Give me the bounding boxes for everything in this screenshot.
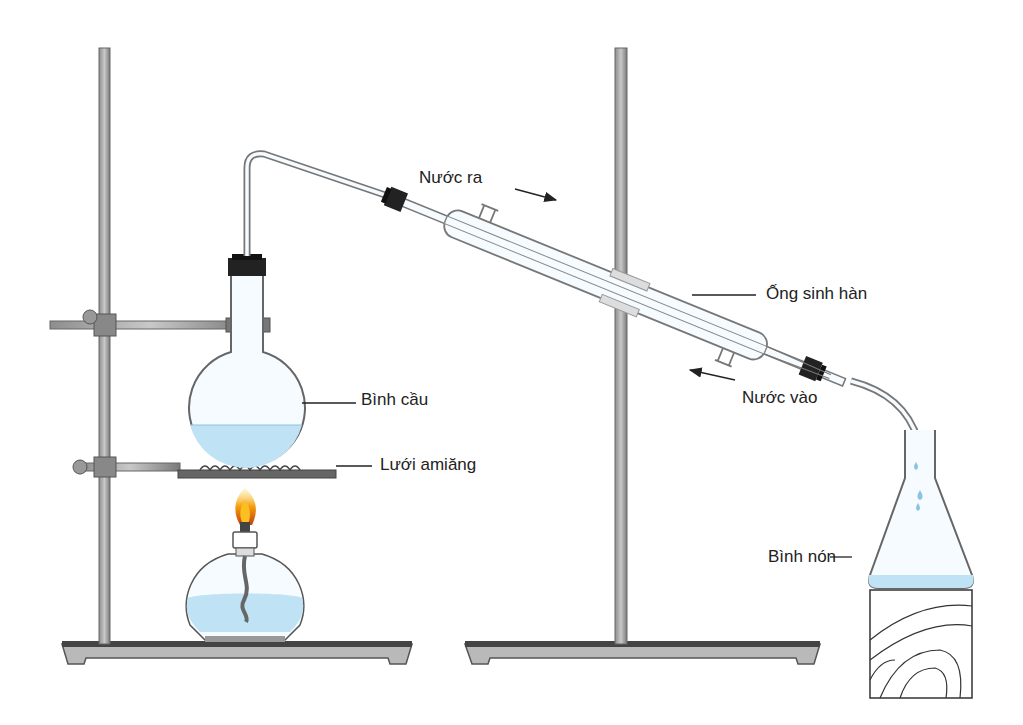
wood-block: [870, 590, 972, 698]
water-out-label: Nước ra: [419, 168, 482, 188]
gauze-label: Lưới amiăng: [380, 455, 476, 475]
alcohol-lamp: [186, 488, 303, 642]
left-stand: [50, 48, 412, 664]
conical-flask: [868, 430, 973, 588]
round-flask: [189, 154, 388, 468]
wire-gauze: [178, 466, 336, 478]
round-flask-label: Bình cầu: [361, 390, 428, 410]
right-stand: [465, 48, 820, 664]
conical-flask-label: Bình nón: [768, 547, 836, 567]
condenser-label: Ống sinh hàn: [766, 284, 867, 304]
water-in-label: Nước vào: [742, 388, 817, 408]
leaders: [302, 189, 852, 557]
